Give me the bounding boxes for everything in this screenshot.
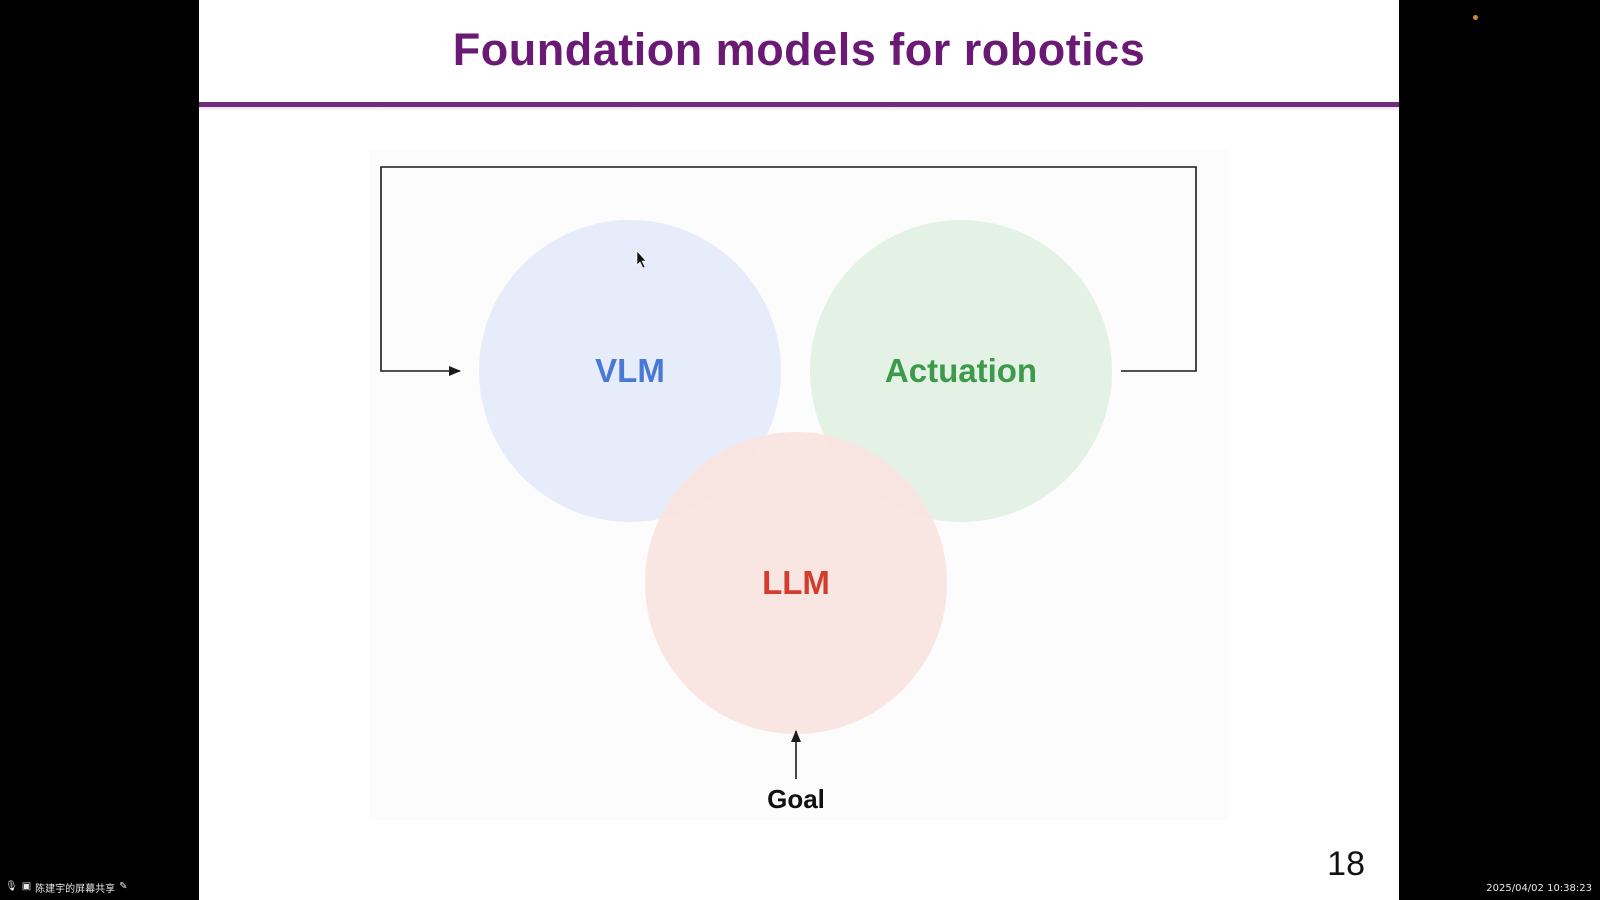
screen-share-label: 陈建宇的屏幕共享 — [35, 883, 116, 895]
actuation-circle — [810, 220, 1112, 522]
title-divider — [199, 102, 1399, 107]
llm-label: LLM — [762, 564, 830, 601]
pencil-icon[interactable]: ✎ — [119, 881, 128, 892]
screen-share-bar: 🎙 ▣ 陈建宇的屏幕共享 ✎ — [0, 878, 128, 896]
vlm-circle — [479, 220, 781, 522]
microphone-icon[interactable]: 🎙 — [5, 881, 18, 892]
mouse-cursor-icon — [636, 250, 647, 269]
llm-circle — [645, 432, 947, 734]
vlm-label: VLM — [595, 352, 665, 389]
feedback-loop-line — [380, 166, 1197, 376]
slide-title: Foundation models for robotics — [452, 24, 1146, 75]
screen-share-icon[interactable]: ▣ — [21, 881, 32, 892]
actuation-label: Actuation — [884, 352, 1038, 389]
status-indicator-dot — [1473, 15, 1478, 20]
timestamp: 2025/04/02 10:38:23 — [1486, 883, 1592, 894]
title-divider-shadow — [199, 107, 1399, 111]
goal-label: Goal — [767, 784, 825, 814]
slide-number: 18 — [1327, 845, 1365, 883]
